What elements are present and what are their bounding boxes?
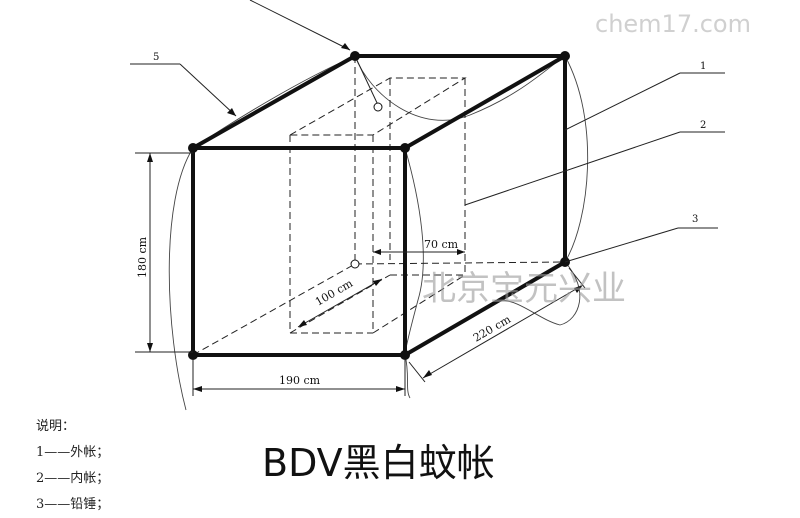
bottom-back-hidden [354,261,566,265]
callout-leader-top [249,0,351,51]
outer-net-front-curve [404,147,424,356]
arrow-icon [227,108,236,116]
arrow-icon [574,285,583,293]
inner-depth-label: 100 cm [313,277,356,309]
arrow-icon [373,249,381,255]
depth-dim-line [422,284,584,379]
watermark-company: 北京宝元兴业 [422,269,626,309]
arrow-icon [423,370,432,378]
corner-dot [400,143,410,153]
inner-depth-dim-line [297,278,383,328]
corner-dot [400,350,410,360]
legend-item: 1——外帐； [36,445,110,460]
arrow-icon [298,320,307,327]
inner-width-label: 70 cm [424,238,459,251]
corner-dot [188,143,198,153]
callout-leader [564,72,681,131]
hanging-string [354,55,379,106]
outer-net-left-curve [168,147,194,411]
watermark-site: chem17.com [595,10,751,38]
legend-item: 3——铅锤； [36,497,110,512]
hanging-ring [373,102,383,112]
arrow-icon [396,386,405,392]
frame-bottom-right [403,260,567,357]
height-label: 180 cm [136,236,149,278]
corner-dot [350,51,360,61]
callout-2: 2 [700,120,706,131]
legend-heading: 说明： [36,419,76,434]
dim-ext [408,361,426,383]
callout-leader [464,131,681,206]
arrow-icon [147,343,153,352]
frame-top-right [403,54,567,150]
outer-net-front-bottom [404,354,411,399]
outer-net-right-bottom-curve [499,261,581,326]
bottom-left-hidden [192,263,356,356]
frame-top-left [191,54,357,150]
callout-leader [179,63,237,117]
inner-net-bottom-right [372,274,466,334]
arrow-icon [193,386,202,392]
callout-5: 5 [153,52,159,63]
callout-leader [564,227,679,263]
outer-net-top-curve [354,55,566,121]
inner-net-bottom-left [289,274,391,334]
product-title: BDV黑白蚊帐 [262,441,495,485]
arrow-icon [147,153,153,162]
outer-net-right-curve [564,55,589,263]
dim-ext [568,267,586,289]
arrow-icon [457,249,465,255]
width-label: 190 cm [279,374,321,387]
legend: 说明： 1——外帐； 2——内帐； 3——铅锤； [36,414,109,518]
arrow-icon [373,279,382,286]
arrow-icon [341,43,350,50]
back-ring [350,259,360,269]
callout-1: 1 [700,61,706,72]
legend-item: 2——内帐； [36,471,110,486]
callout-3: 3 [692,214,698,225]
corner-dot [560,51,570,61]
